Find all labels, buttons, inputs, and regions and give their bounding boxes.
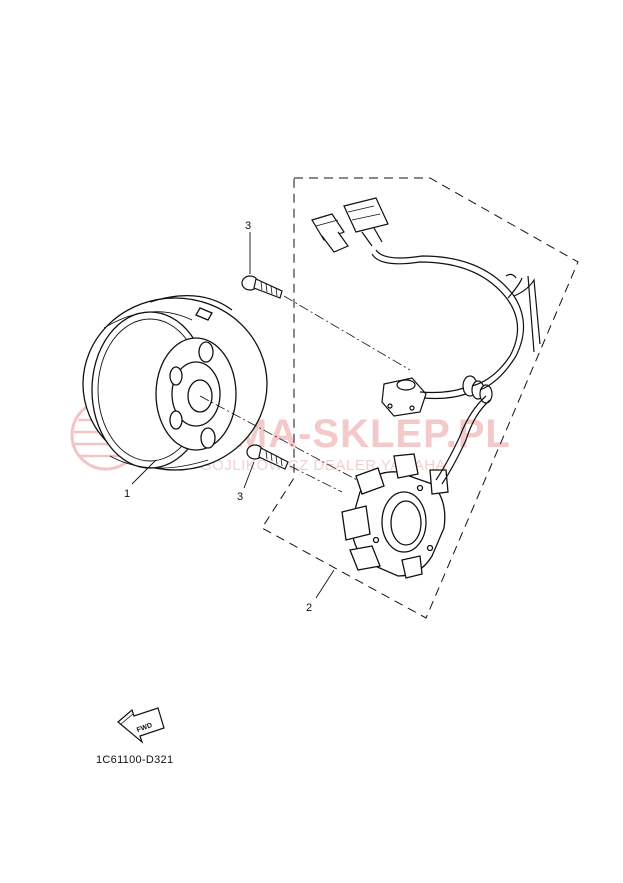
wiring-harness	[371, 249, 541, 485]
pickup-coil	[381, 377, 427, 417]
fwd-arrow-icon: FWD	[117, 707, 165, 744]
leader-lines	[131, 232, 335, 599]
flywheel-rotor	[82, 294, 268, 471]
bolt-lower	[246, 444, 289, 470]
stator-coil	[341, 453, 449, 579]
bolt-upper	[241, 275, 283, 299]
diagram-code: 1C61100-D321	[96, 754, 173, 766]
grommet	[462, 375, 493, 404]
callout-label-3-bottom: 3	[237, 491, 243, 503]
watermark-subtitle: GOJLIKOWICZ DEALER YAMAHA	[200, 457, 446, 474]
connector-large	[343, 197, 389, 247]
callout-label-2: 2	[306, 602, 312, 614]
alignment-lines	[199, 295, 411, 493]
connector-small	[311, 213, 349, 253]
callout-label-3-top: 3	[245, 220, 251, 232]
callout-label-1: 1	[124, 488, 130, 500]
assembly-boundary	[261, 177, 579, 619]
